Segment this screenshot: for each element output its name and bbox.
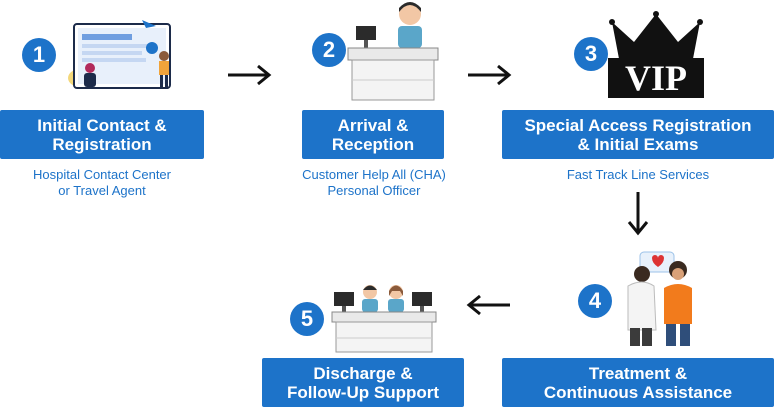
step-2-title-line1: Arrival & [337, 115, 409, 135]
step-2-title-box: Arrival & Reception [302, 110, 444, 159]
vip-crown-icon [609, 11, 703, 64]
step-4-title-line2: Continuous Assistance [543, 382, 733, 402]
step-4-number: 4 [578, 284, 612, 318]
step-5-number: 5 [290, 302, 324, 336]
step-5-title-line1: Discharge & [313, 363, 413, 383]
arrow-down-icon [627, 192, 649, 236]
vip-label: VIP [608, 58, 704, 98]
step-2-sub-line1: Customer Help All (CHA) [302, 167, 446, 182]
step-4-title-line1: Treatment & [588, 363, 688, 383]
step-3-number: 3 [574, 37, 608, 71]
step-3-sub-line1: Fast Track Line Services [566, 167, 710, 182]
arrow-right-icon [228, 64, 272, 86]
step-1-title-line1: Initial Contact & [37, 115, 167, 135]
step-2-number: 2 [312, 33, 346, 67]
arrow-left-icon [466, 294, 510, 316]
discharge-desk-icon [331, 285, 437, 353]
doctor-patient-icon [627, 251, 692, 346]
arrow-right-icon [468, 64, 512, 86]
step-5-title-box: Discharge & Follow-Up Support [262, 358, 464, 407]
step-1-sub-line2: or Travel Agent [58, 183, 146, 198]
step-1-title-line2: Registration [52, 134, 152, 154]
step-3-title-line1: Special Access Registration [524, 115, 752, 135]
reception-desk-icon [347, 2, 439, 101]
step-3-title-line2: & Initial Exams [577, 134, 699, 154]
step-2-title-line2: Reception [331, 134, 415, 154]
step-2-sub-line2: Personal Officer [327, 183, 421, 198]
step-3-subtitle: Fast Track Line Services [502, 167, 774, 183]
step-1-title-box: Initial Contact & Registration [0, 110, 204, 159]
step-3-title-box: Special Access Registration & Initial Ex… [502, 110, 774, 159]
step-1-sub-line1: Hospital Contact Center [32, 167, 171, 182]
step-5-title-line2: Follow-Up Support [286, 382, 440, 402]
step-1-number: 1 [22, 38, 56, 72]
step-2-subtitle: Customer Help All (CHA) Personal Officer [284, 167, 464, 199]
step-4-title-box: Treatment & Continuous Assistance [502, 358, 774, 407]
step-1-subtitle: Hospital Contact Center or Travel Agent [0, 167, 204, 199]
computer-screen-icon [68, 20, 171, 89]
